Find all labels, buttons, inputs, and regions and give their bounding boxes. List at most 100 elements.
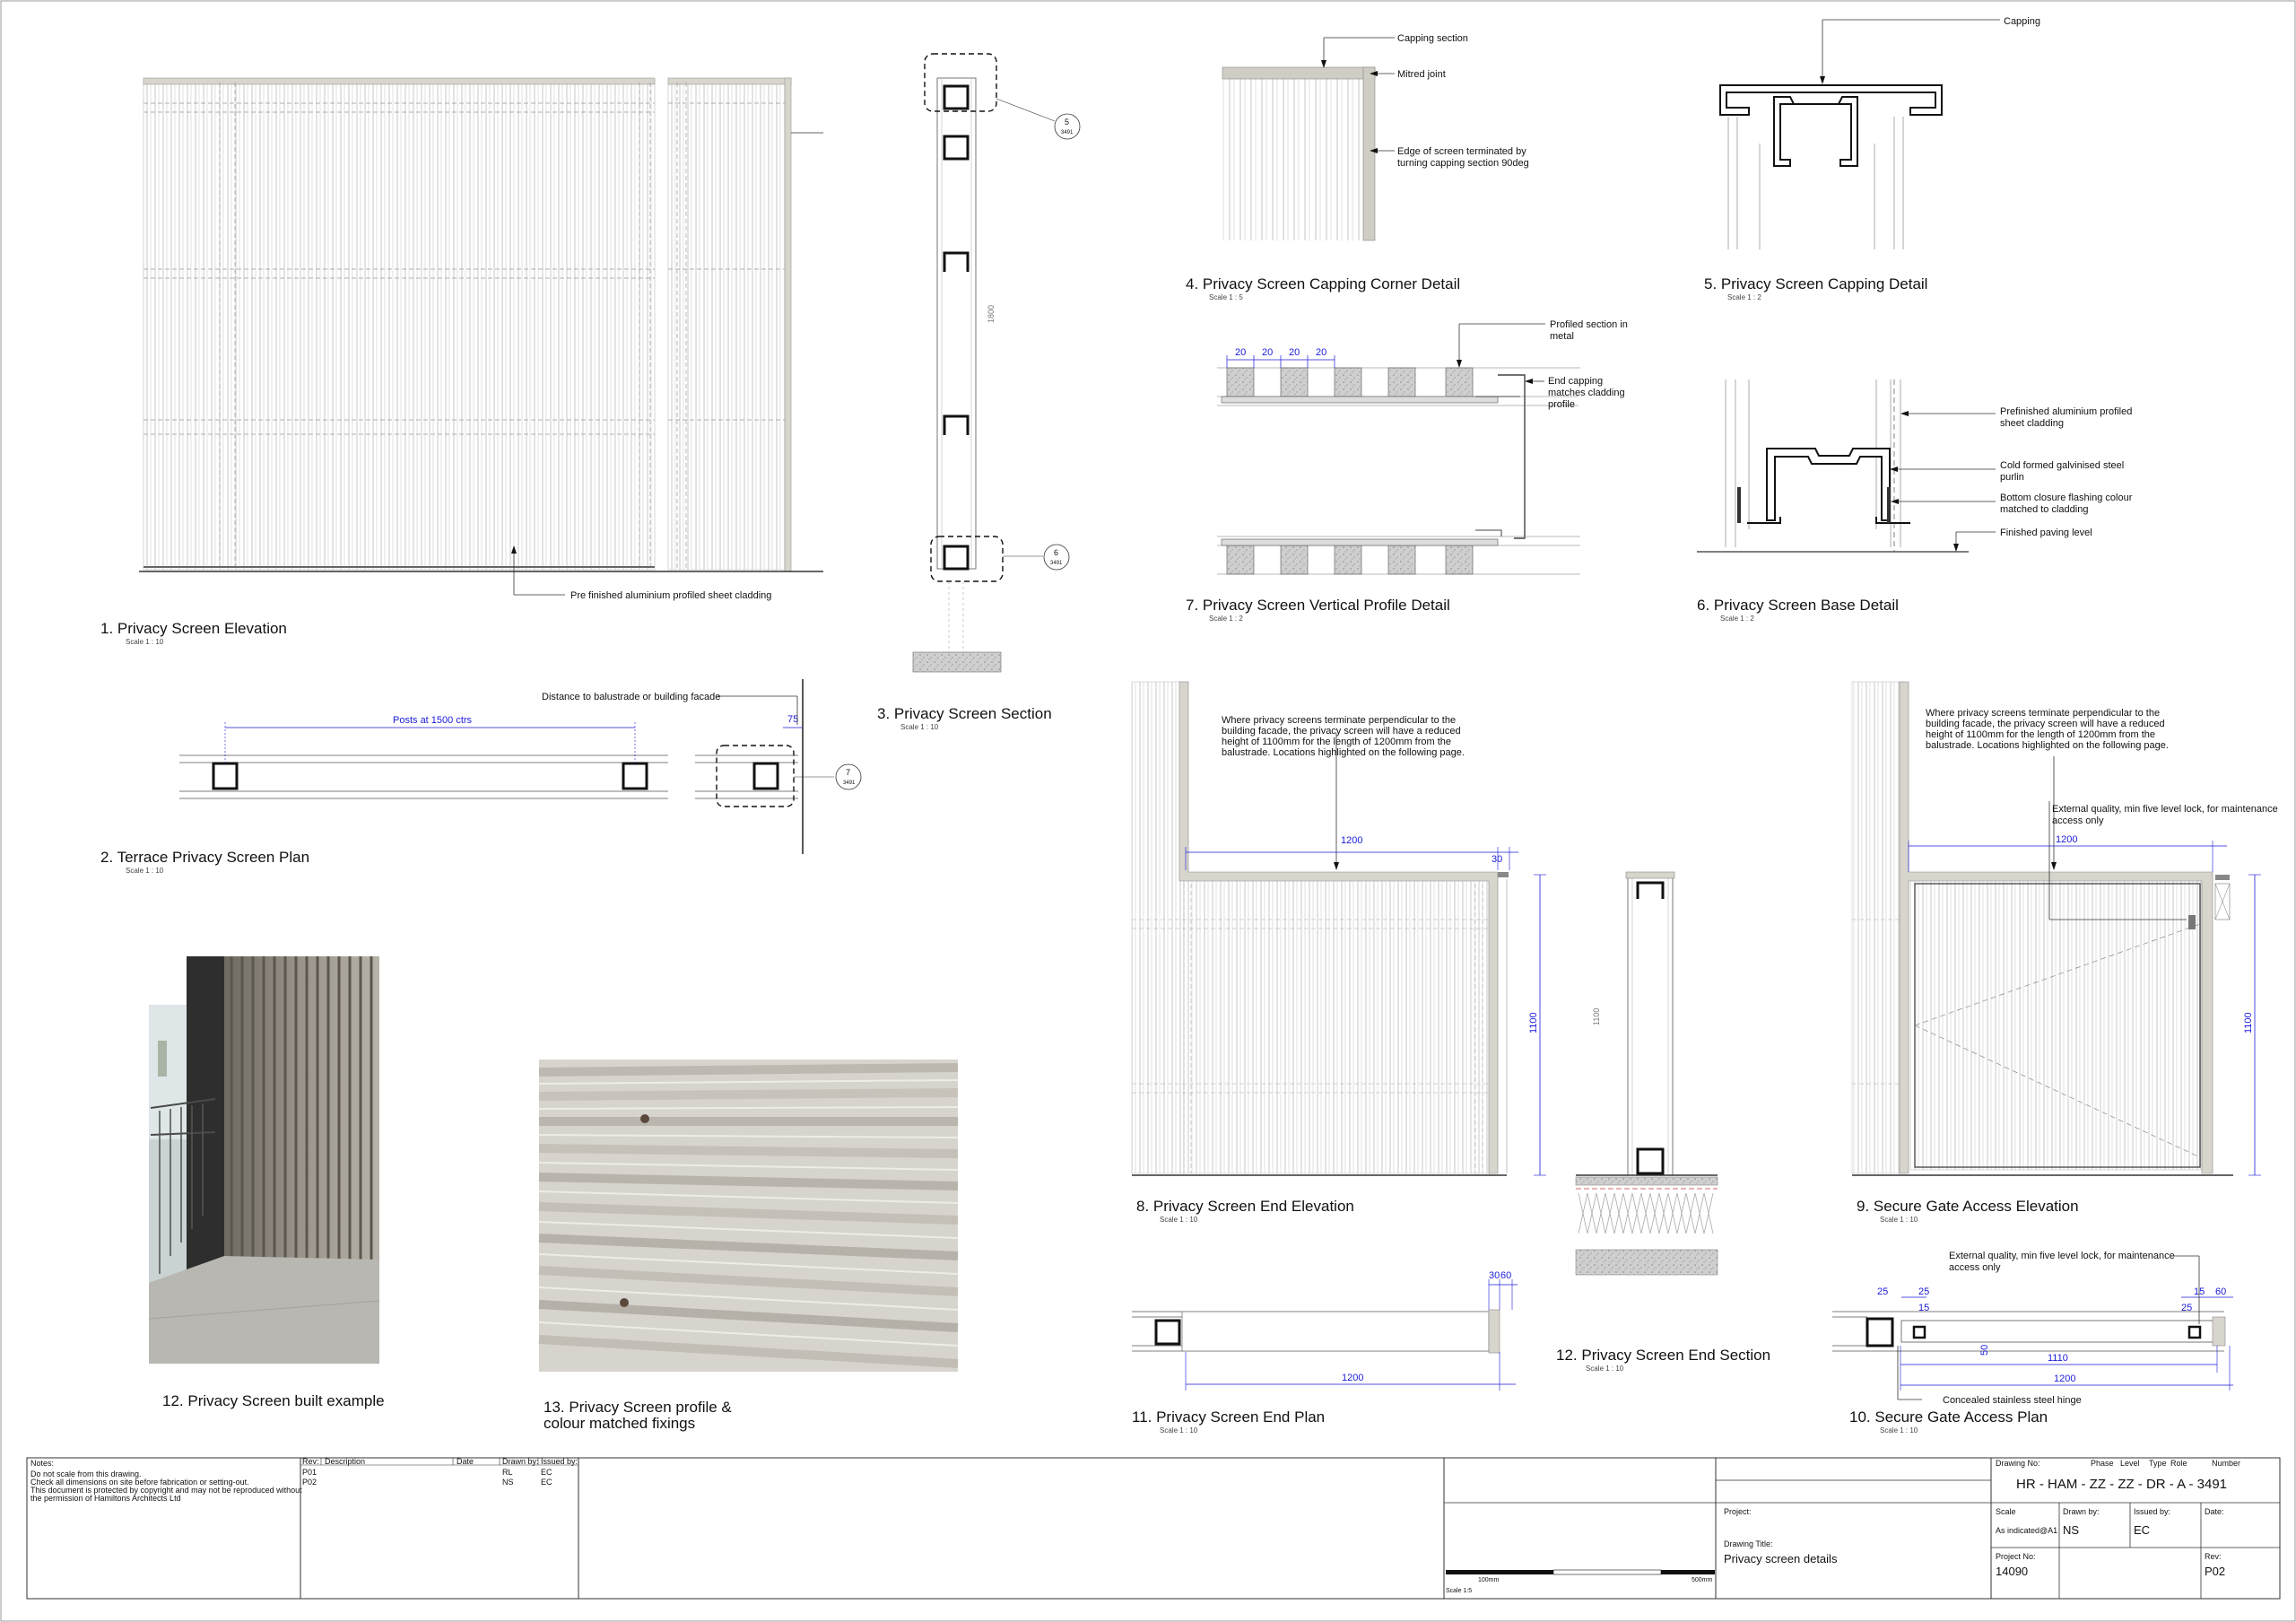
- detail-7-vertical-profile-detail: 20 20 20 20 Profiled section in metal En…: [1186, 319, 1628, 623]
- detail-8-scale: Scale 1 : 10: [1160, 1216, 1198, 1224]
- svg-text:3491: 3491: [843, 780, 856, 786]
- detail-5-scale: Scale 1 : 2: [1727, 293, 1761, 301]
- detail-3-title: 3. Privacy Screen Section: [877, 705, 1052, 722]
- detail-4-note-edge-1: Edge of screen terminated by: [1397, 146, 1526, 157]
- detail-7-title: 7. Privacy Screen Vertical Profile Detai…: [1186, 597, 1450, 614]
- detail-10-dim-15-a: 15: [1918, 1303, 1929, 1313]
- detail-7-note-endcap-1: End capping: [1548, 376, 1603, 387]
- section-tag-6: [1043, 544, 1070, 571]
- detail-2-scale: Scale 1 : 10: [126, 867, 164, 875]
- detail-11-dim-60: 60: [1500, 1270, 1511, 1281]
- detail-4-title: 4. Privacy Screen Capping Corner Detail: [1186, 275, 1460, 292]
- detail-7-note-endcap-3: profile: [1548, 399, 1575, 410]
- rev-header-date: Date: [457, 1457, 474, 1466]
- detail-6-title: 6. Privacy Screen Base Detail: [1697, 597, 1899, 614]
- detail-8-dim-width: 1200: [1341, 835, 1362, 846]
- detail-9-note-line-4: balustrade. Locations highlighted on the…: [1926, 740, 2169, 751]
- section-tag-5: [1054, 113, 1081, 140]
- detail-2-title: 2. Terrace Privacy Screen Plan: [100, 849, 309, 866]
- profile-ribs-top: [1226, 367, 1474, 397]
- revision-row-rev: P02: [302, 1478, 317, 1487]
- phase-label: Phase: [2091, 1459, 2114, 1468]
- detail-12-end-section: 1100 12. Privacy Screen End Section Scal…: [1556, 871, 1770, 1373]
- detail-2-dim-75: 75: [787, 714, 798, 725]
- scale-label: Scale: [1996, 1507, 2016, 1516]
- section-tag-7: [835, 763, 862, 790]
- svg-text:5: 5: [1065, 118, 1069, 126]
- project-no-label: Project No:: [1996, 1552, 2036, 1561]
- detail-9-lock-note-1: External quality, min five level lock, f…: [2052, 804, 2278, 815]
- detail-10-secure-gate-plan: 25 25 15 15 25 60 50 1110 1200 Concealed…: [1832, 1251, 2233, 1435]
- svg-text:6: 6: [1054, 548, 1058, 557]
- fixing-screw: [640, 1114, 649, 1123]
- rev-header-rev: Rev:: [302, 1457, 319, 1466]
- detail-10-dim-25-c: 25: [2181, 1303, 2192, 1313]
- detail-12-section-title: 12. Privacy Screen End Section: [1556, 1347, 1770, 1364]
- detail-6-note-cladding-2: sheet cladding: [2000, 418, 2064, 429]
- detail-9-title: 9. Secure Gate Access Elevation: [1857, 1198, 2079, 1215]
- scale-value: As indicated@A1: [1996, 1526, 2057, 1535]
- detail-7-note-profiled-2: metal: [1550, 331, 1574, 342]
- issued-label: Issued by:: [2134, 1507, 2170, 1516]
- detail-8-dim-height: 1100: [1528, 1012, 1539, 1033]
- detail-10-lock-note-2: access only: [1949, 1262, 2001, 1273]
- detail-6-note-flashing-1: Bottom closure flashing colour: [2000, 493, 2133, 503]
- rev-header-drawn: Drawn by:: [502, 1457, 539, 1466]
- detail-11-scale: Scale 1 : 10: [1160, 1426, 1198, 1435]
- rev-header-issued: Issued by:: [541, 1457, 578, 1466]
- detail-8-note-line-4: balustrade. Locations highlighted on the…: [1222, 747, 1465, 758]
- detail-4-note-mitred: Mitred joint: [1397, 69, 1446, 80]
- svg-text:3491: 3491: [1061, 130, 1074, 135]
- detail-6-note-paving: Finished paving level: [2000, 528, 2092, 538]
- capping-profile: [943, 84, 970, 110]
- detail-10-dim-1200: 1200: [2054, 1373, 2075, 1384]
- detail-9-note-line-2: building facade, the privacy screen will…: [1926, 719, 2165, 729]
- photo-13-title-line-2: colour matched fixings: [544, 1415, 695, 1432]
- drawn-label: Drawn by:: [2063, 1507, 2100, 1516]
- detail-10-dim-50: 50: [1979, 1345, 1990, 1356]
- detail-9-note-line-3: height of 1100mm for the length of 1200m…: [1926, 729, 2155, 740]
- detail-4-note-edge-2: turning capping section 90deg: [1397, 158, 1529, 169]
- photo-13-title-line-1: 13. Privacy Screen profile &: [544, 1399, 732, 1416]
- detail-10-scale: Scale 1 : 10: [1880, 1426, 1918, 1435]
- detail-11-dim-30: 30: [1489, 1270, 1500, 1281]
- detail-9-dim-height: 1100: [2243, 1012, 2254, 1033]
- revision-row-drawn: RL: [502, 1468, 513, 1477]
- date-label: Date:: [2205, 1507, 2224, 1516]
- detail-3-scale: Scale 1 : 10: [900, 723, 939, 731]
- detail-7-dim-2: 20: [1262, 347, 1273, 358]
- detail-9-dim-width: 1200: [2056, 834, 2077, 845]
- svg-text:3491: 3491: [1050, 561, 1063, 566]
- detail-6-note-purlin-2: purlin: [2000, 472, 2024, 483]
- note-line-2: Check all dimensions on site before fabr…: [30, 1478, 249, 1487]
- detail-7-dim-3: 20: [1289, 347, 1300, 358]
- detail-11-dim-width: 1200: [1342, 1373, 1363, 1383]
- detail-10-hinge-note: Concealed stainless steel hinge: [1943, 1395, 2082, 1406]
- detail-12-section-scale: Scale 1 : 10: [1586, 1365, 1624, 1373]
- photo-profile-fixings: 13. Privacy Screen profile & colour matc…: [538, 1060, 959, 1432]
- detail-7-note-profiled-1: Profiled section in: [1550, 319, 1628, 330]
- drawn-value: NS: [2063, 1523, 2079, 1537]
- revision-row-issued: EC: [541, 1478, 552, 1487]
- detail-10-dim-25-a: 25: [1877, 1286, 1888, 1297]
- detail-4-capping-corner-detail: Capping section Mitred joint Edge of scr…: [1186, 33, 1529, 301]
- detail-6-note-cladding-1: Prefinished aluminium profiled: [2000, 406, 2132, 417]
- note-line-3: This document is protected by copyright …: [30, 1486, 302, 1495]
- detail-7-note-endcap-2: matches cladding: [1548, 388, 1625, 398]
- fixing-screw: [620, 1298, 629, 1307]
- detail-12-section-height: 1100: [1592, 1008, 1601, 1025]
- svg-text:100mm: 100mm: [1478, 1577, 1500, 1583]
- detail-8-note-line-2: building facade, the privacy screen will…: [1222, 726, 1461, 737]
- detail-4-scale: Scale 1 : 5: [1209, 293, 1243, 301]
- detail-9-secure-gate-elevation: Where privacy screens terminate perpendi…: [1851, 681, 2278, 1224]
- detail-7-scale: Scale 1 : 2: [1209, 615, 1243, 623]
- detail-10-dim-25-b: 25: [1918, 1286, 1929, 1297]
- photo-built-example: 12. Privacy Screen built example: [148, 956, 385, 1409]
- detail-7-dim-1: 20: [1235, 347, 1246, 358]
- detail-8-note-line-3: height of 1100mm for the length of 1200m…: [1222, 737, 1451, 747]
- detail-8-end-elevation: Where privacy screens terminate perpendi…: [1131, 681, 1546, 1224]
- detail-4-note-capping: Capping section: [1397, 33, 1468, 44]
- note-line-1: Do not scale from this drawing.: [30, 1469, 142, 1478]
- type-label: Type: [2149, 1459, 2167, 1468]
